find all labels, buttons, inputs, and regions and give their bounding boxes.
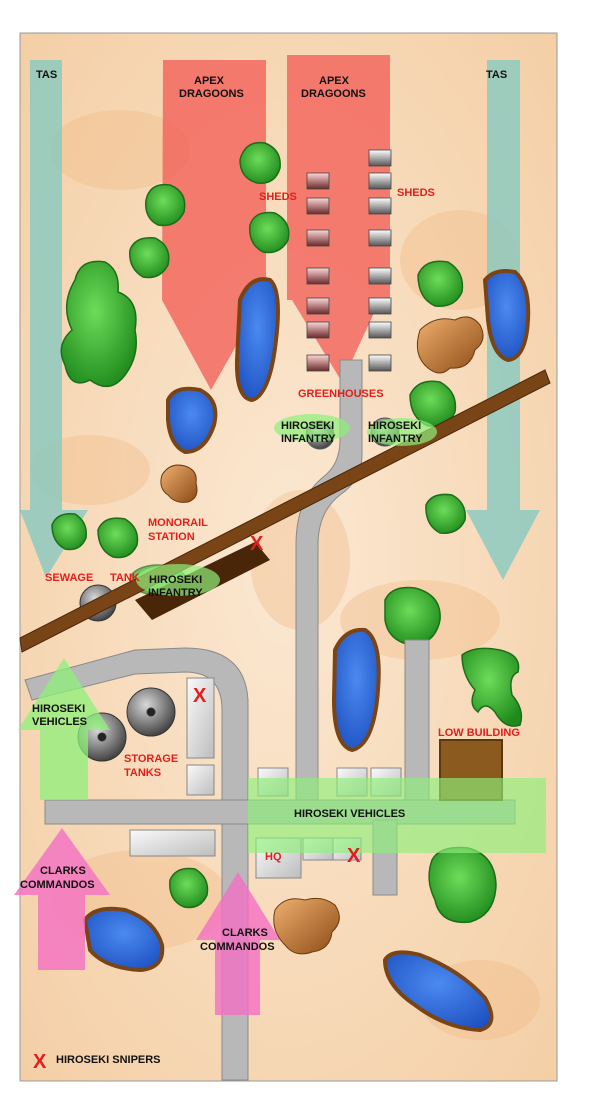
- hiroseki-vehicles-arrow: [18, 658, 110, 800]
- sniper-marker-2: X: [193, 685, 207, 707]
- label-low-building: LOW BUILDING: [438, 727, 520, 739]
- sheds-right: [368, 149, 392, 372]
- legend-snipers-label: HIROSEKI SNIPERS: [56, 1054, 161, 1066]
- label-hq: HQ: [265, 851, 282, 863]
- label-hiroseki-infantry-3b: INFANTRY: [148, 587, 203, 599]
- label-tanks: TANKS: [124, 767, 161, 779]
- label-sheds-right: SHEDS: [397, 187, 435, 199]
- label-clarks-left-1: CLARKS: [40, 865, 86, 877]
- sniper-markers: X X X X: [33, 533, 361, 1073]
- clarks-arrow-left: [14, 828, 110, 970]
- sniper-marker-1: X: [250, 533, 264, 555]
- sheds-left: [306, 172, 330, 372]
- label-greenhouses: GREENHOUSES: [298, 388, 384, 400]
- label-tas-right: TAS: [486, 69, 507, 81]
- label-clarks-mid-2: COMMANDOS: [200, 941, 275, 953]
- map-labels: TAS TAS APEX DRAGOONS APEX DRAGOONS SHED…: [20, 69, 520, 1066]
- label-hiroseki-infantry-1b: INFANTRY: [281, 433, 336, 445]
- sniper-marker-3: X: [347, 845, 361, 867]
- label-hiroseki-infantry-2a: HIROSEKI: [368, 420, 421, 432]
- label-sewage: SEWAGE: [45, 572, 93, 584]
- clarks-arrow-mid: [196, 872, 280, 1015]
- label-tank: TANK: [110, 572, 140, 584]
- water-pools: [82, 269, 531, 1033]
- label-clarks-mid-1: CLARKS: [222, 927, 268, 939]
- label-clarks-left-2: COMMANDOS: [20, 879, 95, 891]
- label-apex-left-2: DRAGOONS: [179, 88, 244, 100]
- label-apex-right-1: APEX: [319, 75, 350, 87]
- label-monorail: MONORAIL: [148, 517, 208, 529]
- label-sheds-left: SHEDS: [259, 191, 297, 203]
- label-hiroseki-vehicles-left-2: VEHICLES: [32, 716, 87, 728]
- label-hiroseki-infantry-1a: HIROSEKI: [281, 420, 334, 432]
- label-apex-left-1: APEX: [194, 75, 225, 87]
- label-station: STATION: [148, 531, 195, 543]
- hiroseki-vehicles-zone: [248, 778, 546, 853]
- sniper-legend-icon: X: [33, 1051, 47, 1073]
- label-hiroseki-vehicles-left-1: HIROSEKI: [32, 703, 85, 715]
- label-storage: STORAGE: [124, 753, 178, 765]
- label-tas-left: TAS: [36, 69, 57, 81]
- hiroseki-zones: [136, 414, 437, 596]
- label-apex-right-2: DRAGOONS: [301, 88, 366, 100]
- tas-arrow-left: [20, 60, 88, 578]
- label-hiroseki-infantry-2b: INFANTRY: [368, 433, 423, 445]
- rocks: [160, 316, 484, 955]
- label-hiroseki-infantry-3a: HIROSEKI: [149, 574, 202, 586]
- label-hiroseki-vehicles-main: HIROSEKI VEHICLES: [294, 808, 405, 820]
